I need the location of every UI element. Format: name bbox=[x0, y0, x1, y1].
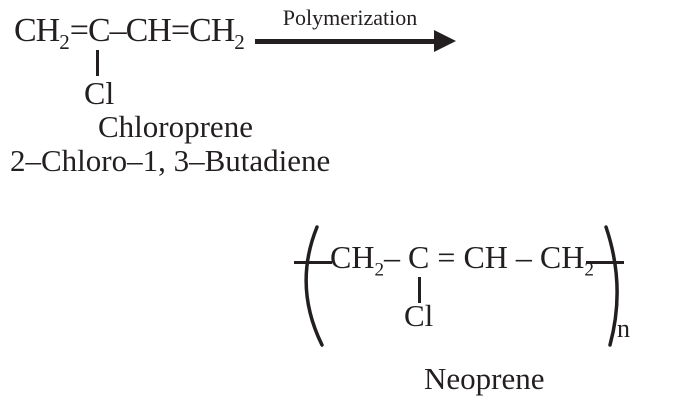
right-parenthesis-icon bbox=[604, 225, 619, 347]
reactant-common-name: Chloroprene bbox=[98, 109, 253, 144]
reactant-formula-part: CH bbox=[14, 12, 60, 49]
reactant-formula: CH2=C–CH=CH2 bbox=[14, 14, 245, 53]
reactant-iupac-name: 2–Chloro–1, 3–Butadiene bbox=[10, 143, 331, 178]
repeat-subscript: n bbox=[617, 314, 630, 343]
polymer-formula-subscript: 2 bbox=[374, 259, 385, 281]
arrow-label: Polymerization bbox=[282, 5, 418, 30]
reactant-c-cl-bond bbox=[96, 50, 99, 76]
polymer-formula-subscript: 2 bbox=[584, 259, 594, 281]
arrow-head-icon bbox=[434, 30, 456, 52]
polymer-c-cl-bond bbox=[418, 277, 421, 303]
polymer-left-bond bbox=[294, 261, 332, 264]
polymer-right-bond bbox=[586, 261, 624, 264]
polymer-formula-part: CH bbox=[330, 239, 375, 275]
polymer-formula: CH2– C = CH – CH2 bbox=[330, 241, 594, 280]
left-parenthesis-icon bbox=[304, 225, 324, 347]
arrow-shaft bbox=[255, 39, 437, 44]
reactant-formula-subscript: 2 bbox=[59, 29, 70, 54]
product-name: Neoprene bbox=[424, 361, 545, 396]
polymer-substituent-label: Cl bbox=[404, 298, 434, 333]
polymer-formula-part: – C = CH – CH bbox=[384, 239, 585, 275]
reactant-formula-part: =C–CH=CH bbox=[69, 12, 235, 49]
reactant-formula-subscript: 2 bbox=[234, 29, 245, 54]
reactant-substituent-label: Cl bbox=[84, 75, 115, 111]
